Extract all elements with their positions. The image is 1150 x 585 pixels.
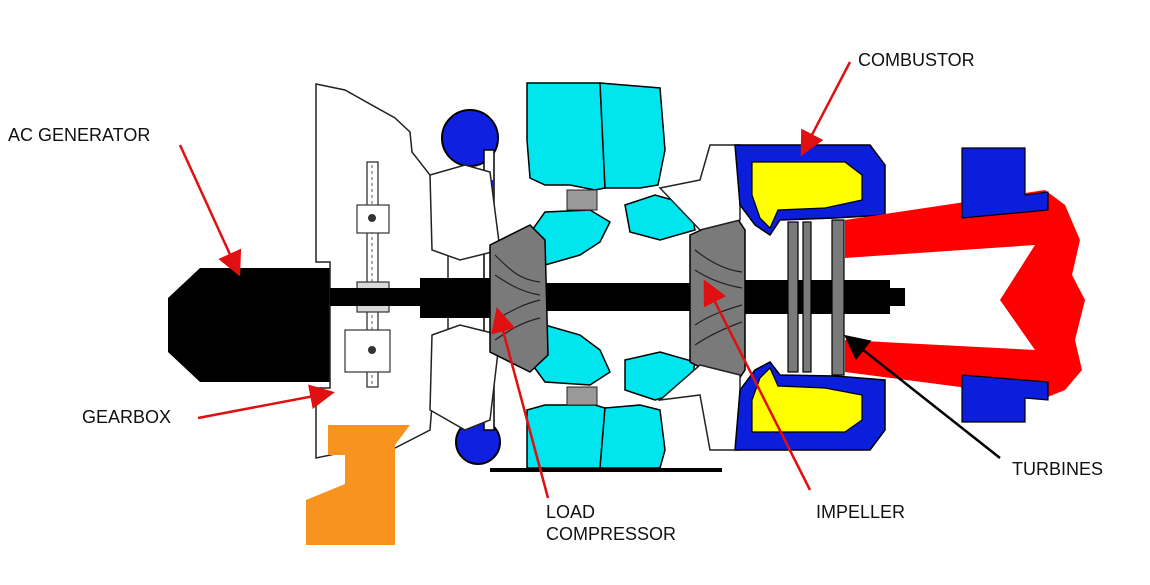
arrow-ac-generator — [178, 144, 242, 277]
label-ac-generator: AC GENERATOR — [8, 125, 151, 145]
label-turbines: TURBINES — [1012, 459, 1104, 479]
gear-train — [344, 161, 391, 388]
exhaust-plume — [845, 190, 1085, 398]
gearbox-housing — [315, 83, 449, 459]
inlet-duct — [429, 164, 501, 431]
exhaust-collector — [961, 147, 1049, 423]
gearbox-base — [306, 425, 410, 545]
label-load-compressor-line1: LOAD — [546, 502, 596, 522]
turbine-discs — [787, 219, 845, 376]
compressor-spacers — [566, 189, 598, 406]
arrow-impeller — [703, 279, 812, 491]
arrow-combustor — [800, 61, 852, 157]
label-gearbox: GEARBOX — [82, 407, 172, 427]
arrow-gearbox — [197, 384, 335, 420]
label-load-compressor: LOAD COMPRESSOR — [546, 501, 676, 545]
load-compressor-rotor — [489, 224, 549, 373]
label-combustor: COMBUSTOR — [858, 50, 975, 70]
combustor — [734, 144, 886, 451]
impeller-rotor — [689, 214, 746, 386]
ac-generator — [168, 268, 330, 382]
arrow-turbines — [844, 334, 1001, 459]
label-impeller: IMPELLER — [816, 502, 906, 522]
main-shaft — [330, 278, 905, 318]
arrow-load-compressor — [491, 307, 550, 499]
leader-arrows — [178, 61, 1001, 499]
label-load-compressor-line2: COMPRESSOR — [546, 524, 677, 544]
